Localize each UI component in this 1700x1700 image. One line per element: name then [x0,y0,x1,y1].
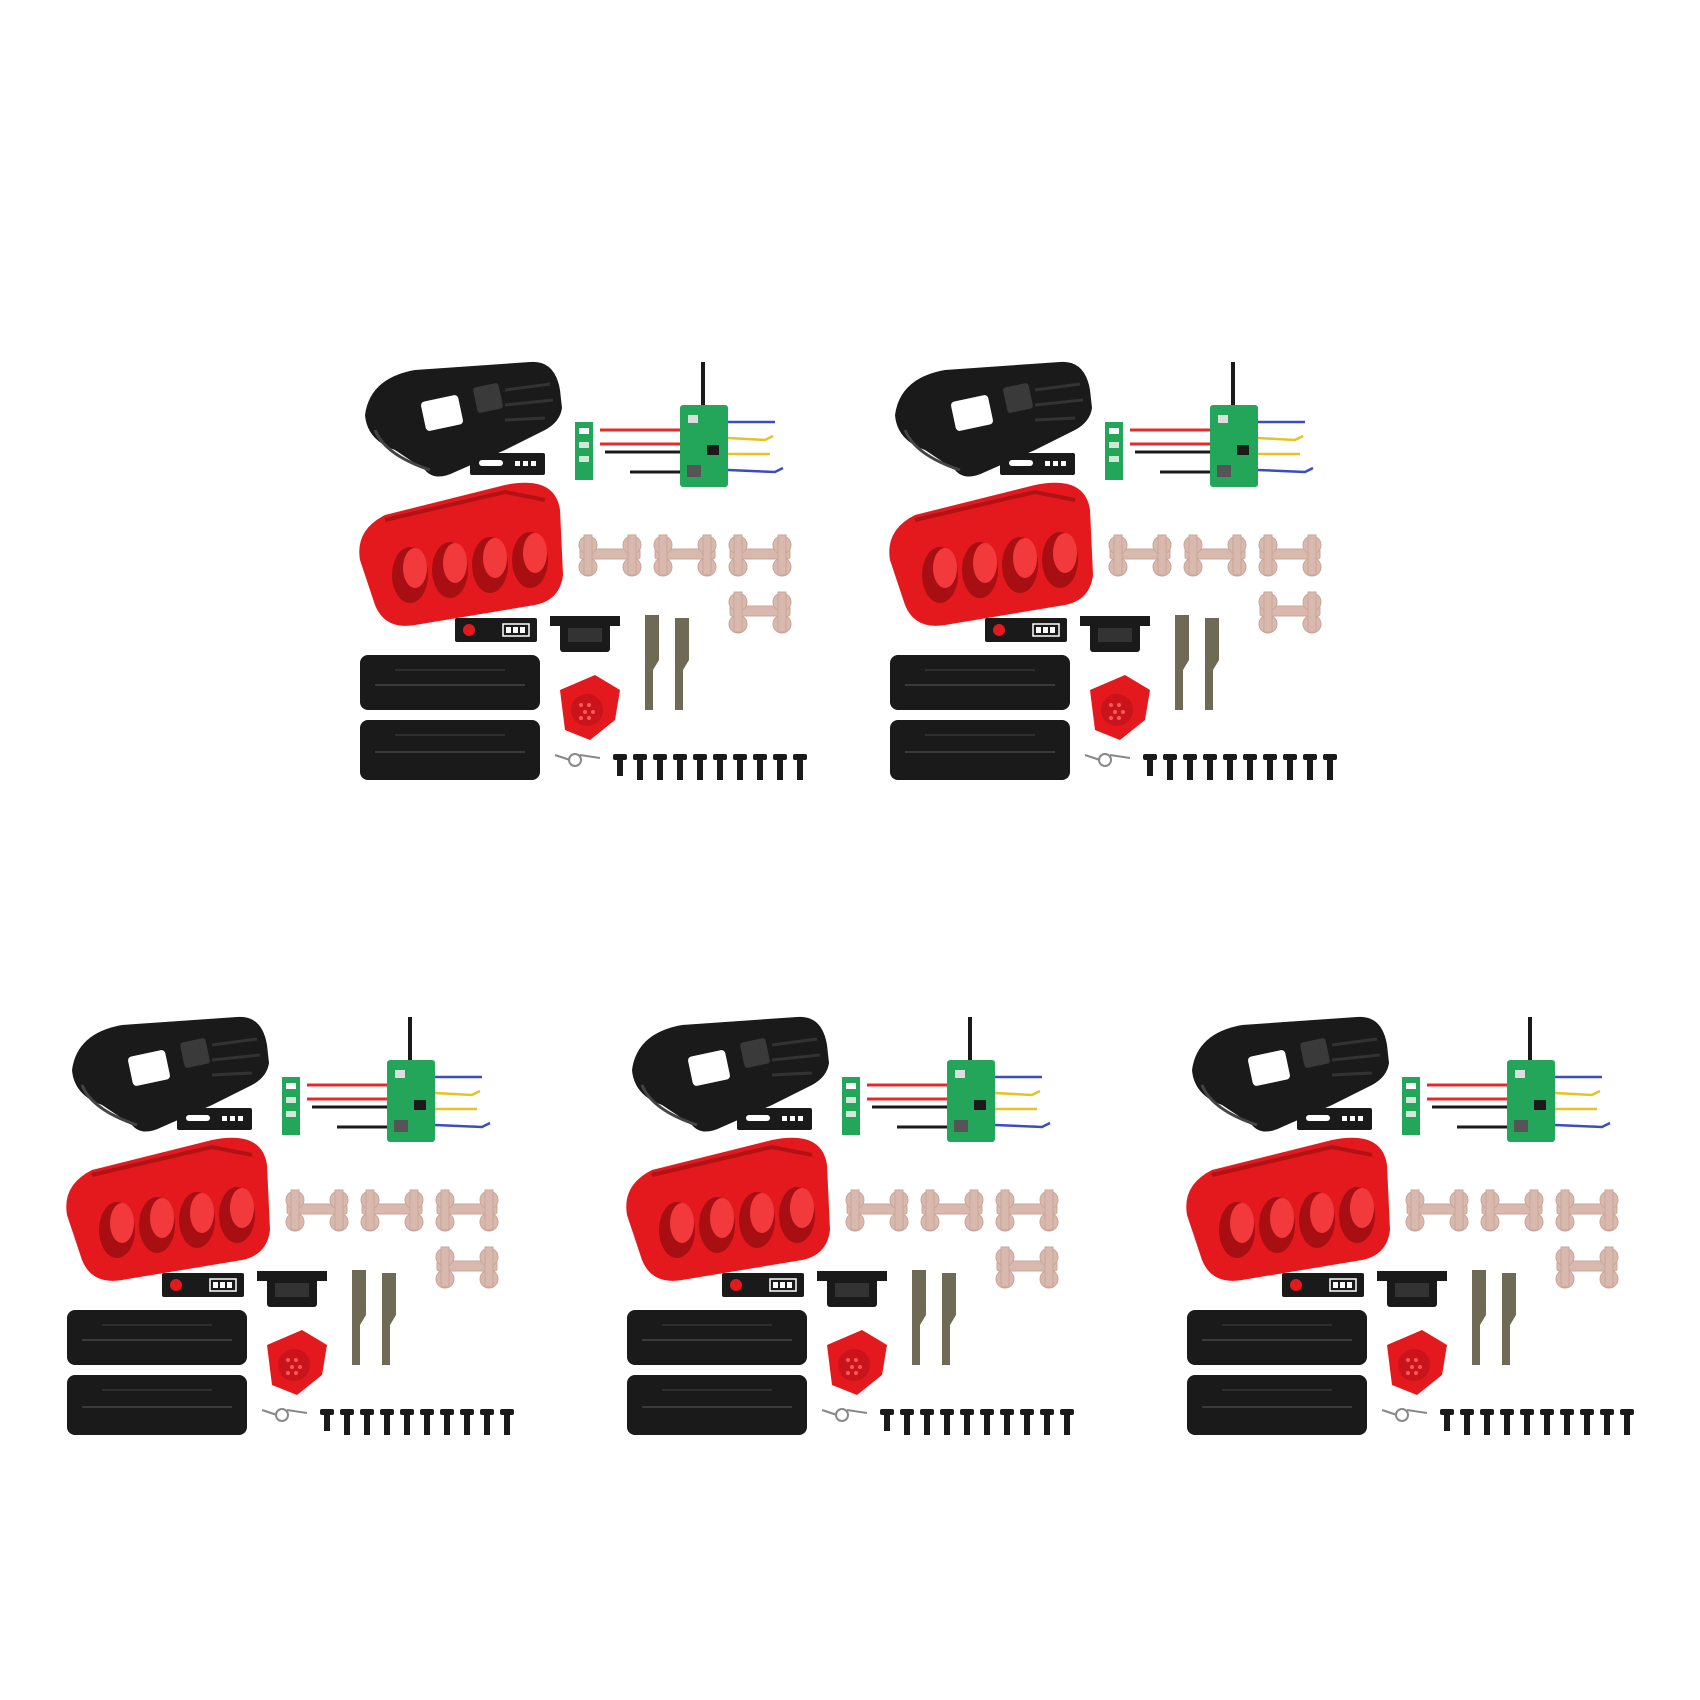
battery-case-kit-3 [62,1000,542,1470]
battery-case-kit-1 [355,345,835,815]
battery-case-kit-4 [622,1000,1102,1470]
battery-case-kit-5 [1182,1000,1662,1470]
battery-case-kit-2 [885,345,1365,815]
